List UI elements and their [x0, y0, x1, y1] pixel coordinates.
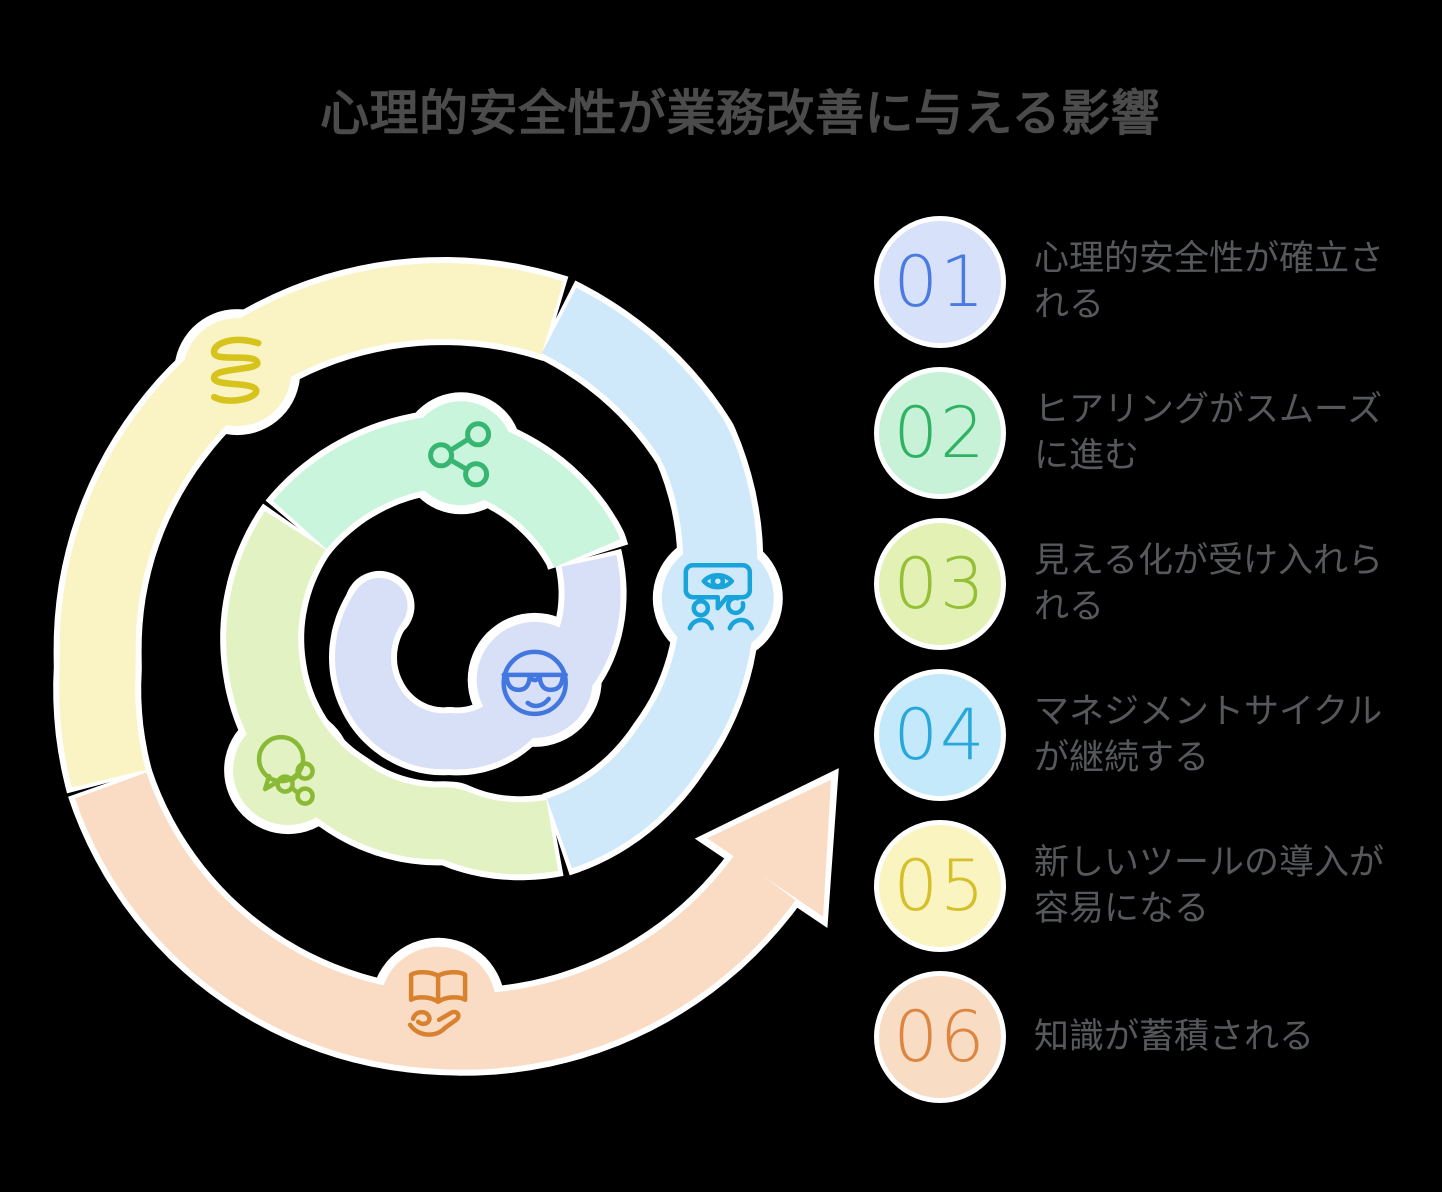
- step-number-badge: 03: [874, 518, 1006, 650]
- share-icon: [428, 421, 492, 488]
- face-sunglasses-icon: [501, 649, 568, 717]
- step-number-badge: 04: [874, 669, 1006, 801]
- speech-share-icon: [256, 734, 315, 806]
- step-label: マネジメントサイクルが継続する: [1034, 692, 1383, 777]
- step-label: ヒアリングがスムーズに進む: [1034, 390, 1383, 475]
- step-number: 03: [893, 543, 987, 625]
- spring-icon: [210, 336, 262, 404]
- step-number: 01: [893, 241, 987, 323]
- step-number-badge: 02: [874, 367, 1006, 499]
- spiral-segment-05: [59, 263, 576, 803]
- step-label: 知識が蓄積される: [1034, 1017, 1315, 1056]
- icon-bulge-06: [380, 946, 497, 1063]
- eye-presentation-icon: [683, 562, 755, 631]
- page-title: 心理的安全性が業務改善に与える影響: [319, 87, 1161, 141]
- step-item-06: 06 知識が蓄積される: [874, 971, 1406, 1103]
- icon-bulge-02: [409, 401, 514, 506]
- step-item-05: 05 新しいツールの導入が容易になる: [874, 820, 1406, 952]
- step-label: 見える化が受け入れられる: [1034, 541, 1383, 626]
- step-item-04: 04 マネジメントサイクルが継続する: [874, 669, 1406, 801]
- step-number: 05: [893, 845, 987, 927]
- step-number-badge: 05: [874, 820, 1006, 952]
- step-label: 心理的安全性が確立される: [1034, 239, 1385, 324]
- spiral-start-cap: [351, 577, 408, 634]
- step-number: 04: [893, 694, 987, 776]
- arrow-head: [707, 779, 831, 917]
- icon-bulge-03: [233, 715, 344, 826]
- step-item-01: 01 心理的安全性が確立される: [874, 216, 1406, 348]
- steps-list: 01 心理的安全性が確立される 02 ヒアリングがスムーズに進む 03 見える化…: [874, 216, 1406, 1122]
- step-number: 06: [893, 996, 987, 1078]
- book-hand-icon: [407, 970, 468, 1037]
- step-number-badge: 01: [874, 216, 1006, 348]
- step-number: 02: [893, 392, 987, 474]
- step-item-02: 02 ヒアリングがスムーズに進む: [874, 367, 1406, 499]
- step-label: 新しいツールの導入が容易になる: [1034, 843, 1385, 928]
- step-number-badge: 06: [874, 971, 1006, 1103]
- step-item-03: 03 見える化が受け入れられる: [874, 518, 1406, 650]
